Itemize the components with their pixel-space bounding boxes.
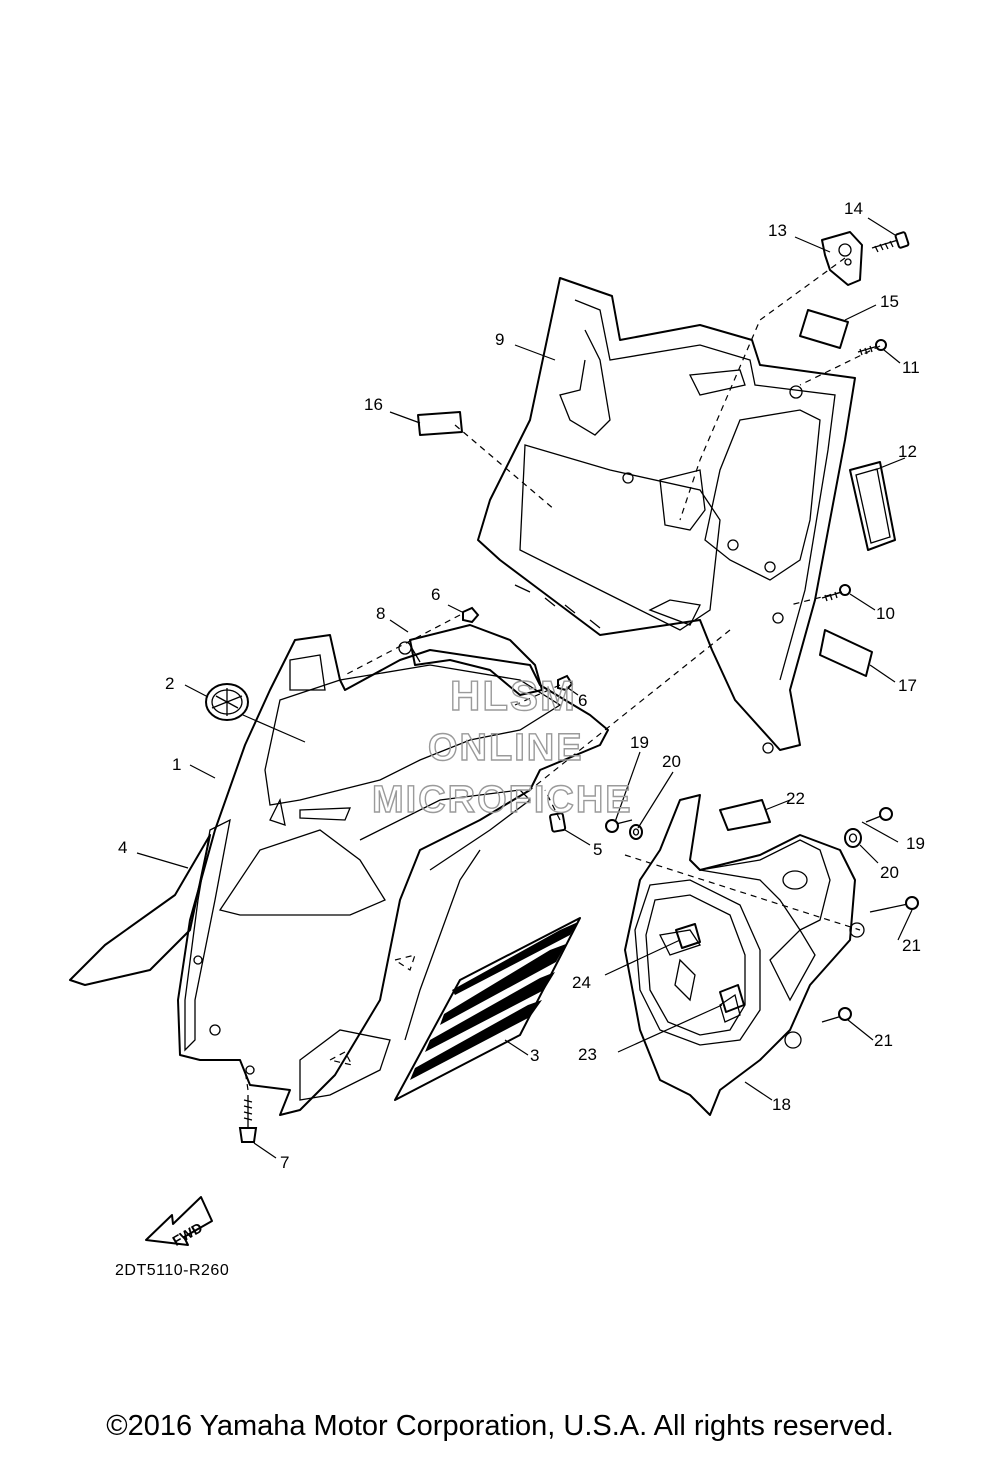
- front-cover-part-1: [177, 634, 609, 1116]
- copyright-notice: ©2016 Yamaha Motor Corporation, U.S.A. A…: [106, 1410, 894, 1442]
- callout-19: 19: [630, 733, 649, 752]
- clip-part-23: [719, 984, 745, 1013]
- callout-1: 1: [172, 755, 181, 774]
- callout-2: 2: [165, 674, 174, 693]
- assembly-lines: [244, 257, 881, 1091]
- screw-part-11: [857, 339, 887, 356]
- headlight-housing-part-18: [624, 794, 865, 1116]
- callout-6: 6: [431, 585, 440, 604]
- callout-19b: 19: [906, 834, 925, 853]
- clip-part-13: [821, 231, 863, 286]
- nut-part-6: [462, 606, 574, 692]
- label-part-17: [819, 629, 873, 677]
- callout-3: 3: [530, 1046, 539, 1065]
- watermark-line-2: ONLINE: [428, 727, 584, 769]
- callout-24: 24: [572, 973, 591, 992]
- callout-labels: 1 2 3 4 5 6 6 7 8 9 10 11 12 13 14 15 16…: [118, 199, 925, 1172]
- callout-13: 13: [768, 221, 787, 240]
- stripe-decal-part-3: [394, 917, 581, 1101]
- bracket-part-8: [398, 624, 543, 696]
- callout-8: 8: [376, 604, 385, 623]
- emblem-part-2: [205, 683, 249, 721]
- callout-20: 20: [662, 752, 681, 771]
- reference-code: 2DT5110-R260: [115, 1262, 230, 1279]
- side-panel-part-4: [69, 834, 211, 986]
- inner-panel-part-9: [477, 277, 856, 754]
- watermark-line-1: HLSM: [450, 672, 577, 719]
- washer-part-20: [629, 824, 862, 848]
- callout-11: 11: [902, 358, 920, 377]
- callout-7: 7: [280, 1153, 289, 1172]
- pad-part-22: [719, 799, 771, 831]
- screw-part-7: [238, 1095, 258, 1143]
- callout-9: 9: [495, 330, 504, 349]
- callout-17: 17: [898, 676, 917, 695]
- callout-12: 12: [898, 442, 917, 461]
- callout-4: 4: [118, 838, 127, 857]
- callout-10: 10: [876, 604, 895, 623]
- callout-18: 18: [772, 1095, 791, 1114]
- callout-20b: 20: [880, 863, 899, 882]
- label-part-16: [417, 411, 463, 436]
- fwd-arrow-icon: FWD: [145, 1196, 213, 1249]
- screw-part-14: [871, 231, 910, 253]
- callout-21: 21: [902, 936, 921, 955]
- callout-23: 23: [578, 1045, 597, 1064]
- callout-6b: 6: [578, 691, 587, 710]
- callout-14: 14: [844, 199, 863, 218]
- nut-part-5: [549, 812, 567, 833]
- screw-part-10: [821, 584, 851, 602]
- callout-15: 15: [880, 292, 899, 311]
- watermark: HLSM ONLINE MICROFICHE: [371, 671, 633, 821]
- watermark-line-3: MICROFICHE: [372, 779, 633, 821]
- clip-part-24: [675, 923, 701, 949]
- callout-21b: 21: [874, 1031, 893, 1050]
- frame-part-12: [849, 461, 896, 551]
- label-part-15: [799, 309, 849, 349]
- callout-16: 16: [364, 395, 383, 414]
- leader-lines: [136, 217, 913, 1159]
- callout-22: 22: [786, 789, 805, 808]
- callout-5: 5: [593, 840, 602, 859]
- screw-part-21: [821, 896, 919, 1023]
- screw-part-19: [605, 807, 893, 833]
